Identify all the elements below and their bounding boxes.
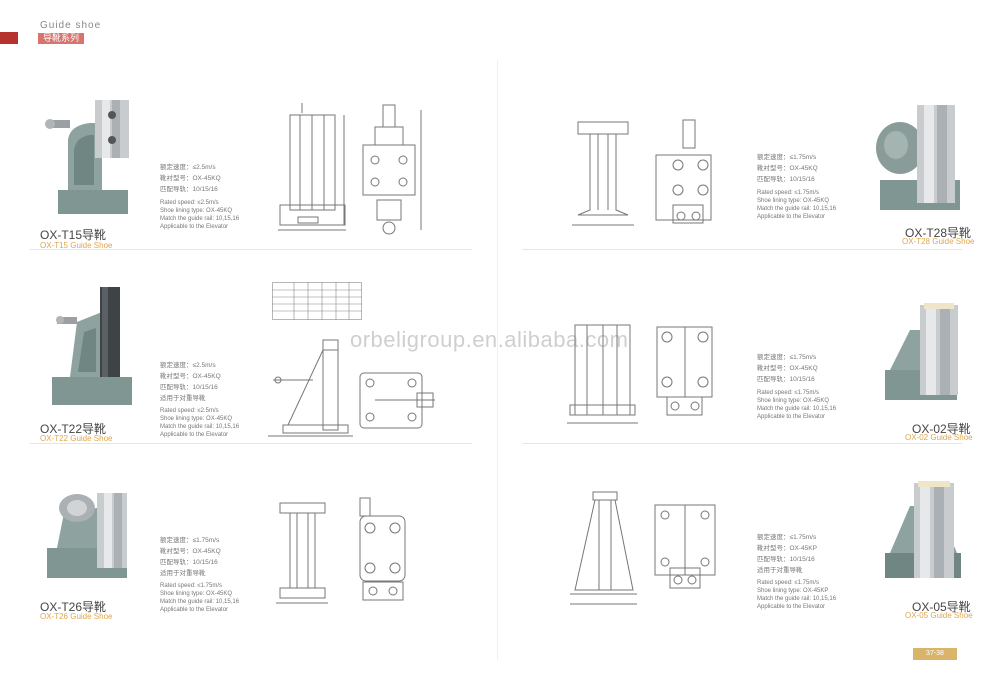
- spec-en-rail: Match the guide rail: 10,15,16: [757, 406, 837, 412]
- page-gutter: [497, 60, 498, 660]
- product-subtitle-t15: OX-T15 Guide Shoe: [40, 241, 113, 250]
- product-photo-t22: [42, 282, 142, 412]
- drawing-front-05: [565, 482, 640, 612]
- divider-right-2: [522, 443, 962, 444]
- spec-en-speed: Rated speed: ≤2.5m/s: [160, 408, 219, 414]
- product-subtitle-t28: OX-T28 Guide Shoe: [902, 237, 975, 246]
- specs-block-05: 额定速度：≤1.75m/s 靴衬型号：OX-45KP 匹配导轨：10/15/16…: [757, 532, 836, 611]
- drawing-front-t22: [268, 330, 358, 440]
- product-subtitle-t26: OX-T26 Guide Shoe: [40, 612, 113, 621]
- spec-en-applicable: Applicable to the Elevator: [160, 224, 229, 230]
- divider-left-2: [30, 443, 472, 444]
- spec-en-rail: Match the guide rail: 10,15,16: [757, 596, 837, 602]
- spec-cn-speed: 额定速度：≤1.75m/s: [757, 354, 817, 361]
- spec-en-lining: Shoe lining type: OX-45KQ: [757, 398, 830, 404]
- spec-cn-rail: 匹配导轨：10/15/16: [757, 556, 815, 563]
- specs-block-t22: 额定速度：≤2.5m/s 靴衬型号：OX-45KQ 匹配导轨：10/15/16 …: [160, 360, 239, 439]
- product-subtitle-05: OX-05 Guide Shoe: [905, 611, 973, 620]
- product-subtitle-02: OX-02 Guide Shoe: [905, 433, 973, 442]
- spec-en-lining: Shoe lining type: OX-45KP: [757, 588, 829, 594]
- spec-cn-speed: 额定速度：≤1.75m/s: [757, 534, 817, 541]
- specs-block-t15: 额定速度：≤2.5m/s 靴衬型号：OX-45KQ 匹配导轨：10/15/16 …: [160, 162, 239, 231]
- drawing-front-t15: [270, 95, 350, 235]
- product-photo-t28: [872, 100, 967, 225]
- specs-block-02: 额定速度：≤1.75m/s 靴衬型号：OX-45KQ 匹配导轨：10/15/16…: [757, 352, 836, 421]
- spec-cn-lining: 靴衬型号：OX-45KQ: [160, 175, 221, 182]
- spec-en-lining: Shoe lining type: OX-45KQ: [160, 208, 233, 214]
- drawing-front-02: [565, 305, 640, 430]
- spec-cn-speed: 额定速度：≤2.5m/s: [160, 362, 216, 369]
- product-title-t22: OX-T22导靴: [40, 422, 107, 436]
- product-photo-t26: [42, 478, 142, 588]
- product-photo-t15: [40, 95, 140, 223]
- series-label: 导靴系列: [38, 33, 84, 44]
- product-title-02: OX-02导靴: [912, 422, 971, 436]
- drawing-side-05: [645, 490, 730, 605]
- specs-block-t26: 额定速度：≤1.75m/s 靴衬型号：OX-45KQ 匹配导轨：10/15/16…: [160, 535, 239, 614]
- spec-cn-rail: 匹配导轨：10/15/16: [160, 384, 218, 391]
- drawing-side-t26: [345, 490, 425, 608]
- spec-cn-usage: 适用于对重导靴: [160, 570, 206, 577]
- spec-cn-speed: 额定速度：≤1.75m/s: [160, 537, 220, 544]
- spec-en-applicable: Applicable to the Elevator: [757, 414, 826, 420]
- spec-cn-rail: 匹配导轨：10/15/16: [757, 376, 815, 383]
- spec-en-rail: Match the guide rail: 10,15,16: [160, 424, 240, 430]
- divider-right-1: [522, 249, 962, 250]
- product-photo-02: [880, 300, 965, 420]
- spec-cn-usage: 适用于对重导靴: [757, 567, 803, 574]
- spec-en-lining: Shoe lining type: OX-45KQ: [757, 198, 830, 204]
- spec-cn-lining: 靴衬型号：OX-45KQ: [757, 165, 818, 172]
- spec-en-applicable: Applicable to the Elevator: [160, 607, 229, 613]
- spec-en-rail: Match the guide rail: 10,15,16: [757, 206, 837, 212]
- spec-en-speed: Rated speed: ≤1.75m/s: [757, 580, 819, 586]
- divider-left-1: [30, 249, 472, 250]
- product-title-t15: OX-T15导靴: [40, 228, 107, 242]
- spec-en-applicable: Applicable to the Elevator: [757, 604, 826, 610]
- product-title-05: OX-05导靴: [912, 600, 971, 614]
- spec-cn-speed: 额定速度：≤1.75m/s: [757, 154, 817, 161]
- drawing-side-t22: [355, 365, 445, 435]
- drawing-side-t15: [355, 100, 435, 240]
- spec-cn-lining: 靴衬型号：OX-45KQ: [757, 365, 818, 372]
- spec-en-applicable: Applicable to the Elevator: [757, 214, 826, 220]
- header-title: Guide shoe: [40, 20, 102, 31]
- spec-cn-speed: 额定速度：≤2.5m/s: [160, 164, 216, 171]
- spec-en-rail: Match the guide rail: 10,15,16: [160, 599, 240, 605]
- spec-en-lining: Shoe lining type: OX-45KQ: [160, 416, 233, 422]
- drawing-front-t26: [272, 488, 332, 608]
- dimension-table-t22: [272, 282, 362, 325]
- drawing-front-t28: [568, 100, 638, 235]
- drawing-side-02: [645, 312, 730, 427]
- product-photo-05: [882, 478, 967, 590]
- spec-en-rail: Match the guide rail: 10,15,16: [160, 216, 240, 222]
- page-number: 37-38: [913, 648, 957, 660]
- product-title-t28: OX-T28导靴: [905, 226, 972, 240]
- spec-en-speed: Rated speed: ≤1.75m/s: [757, 390, 819, 396]
- spec-cn-usage: 适用于对重导靴: [160, 395, 206, 402]
- spec-en-lining: Shoe lining type: OX-45KQ: [160, 591, 233, 597]
- spec-en-speed: Rated speed: ≤1.75m/s: [160, 583, 222, 589]
- spec-en-speed: Rated speed: ≤1.75m/s: [757, 190, 819, 196]
- spec-cn-lining: 靴衬型号：OX-45KQ: [160, 548, 221, 555]
- spec-en-applicable: Applicable to the Elevator: [160, 432, 229, 438]
- header-accent-bar: [0, 32, 18, 44]
- specs-block-t28: 额定速度：≤1.75m/s 靴衬型号：OX-45KQ 匹配导轨：10/15/16…: [757, 152, 836, 221]
- drawing-side-t28: [648, 110, 728, 240]
- spec-cn-rail: 匹配导轨：10/15/16: [160, 186, 218, 193]
- spec-cn-lining: 靴衬型号：OX-45KQ: [160, 373, 221, 380]
- watermark-text: orbeligroup.en.alibaba.com: [350, 327, 629, 352]
- spec-en-speed: Rated speed: ≤2.5m/s: [160, 200, 219, 206]
- spec-cn-rail: 匹配导轨：10/15/16: [160, 559, 218, 566]
- product-title-t26: OX-T26导靴: [40, 600, 107, 614]
- spec-cn-rail: 匹配导轨：10/15/16: [757, 176, 815, 183]
- product-subtitle-t22: OX-T22 Guide Shoe: [40, 434, 113, 443]
- spec-cn-lining: 靴衬型号：OX-45KP: [757, 545, 817, 552]
